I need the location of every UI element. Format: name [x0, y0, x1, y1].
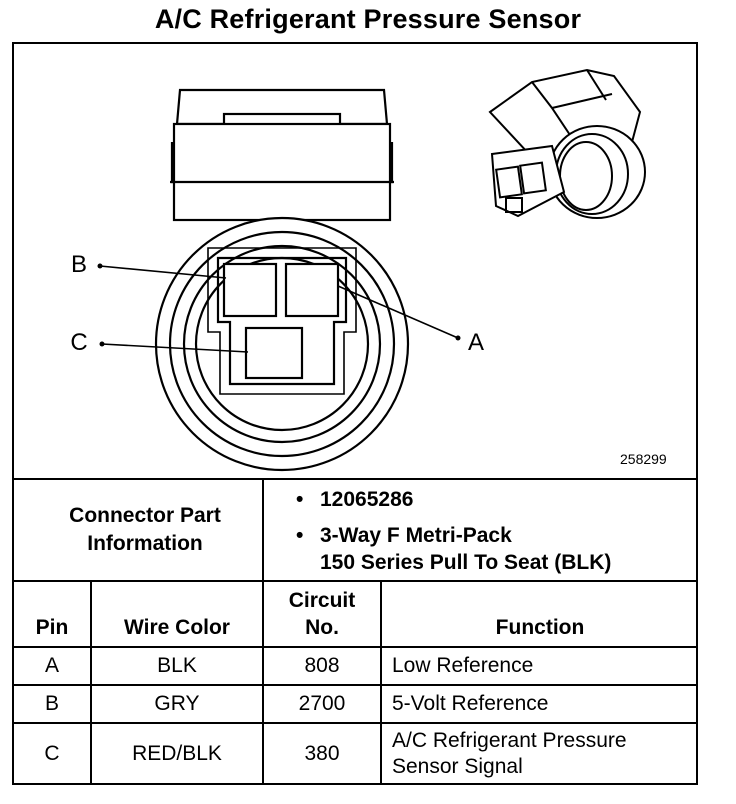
col-pin-divider	[90, 580, 92, 785]
list-item: • 3-Way F Metri-Pack 150 Series Pull To …	[296, 522, 696, 576]
row-b-function: 5-Volt Reference	[392, 692, 549, 715]
header-pin: Pin	[35, 616, 69, 639]
connector-diagram	[97, 68, 646, 472]
bullet-icon: •	[296, 524, 304, 547]
callout-c: C	[70, 329, 88, 356]
row-b-rule	[12, 722, 698, 724]
part-number: 12065286	[320, 488, 414, 511]
row-a-circuit: 808	[304, 654, 340, 677]
diagram-frame	[12, 42, 698, 785]
figure-number: 258299	[620, 451, 667, 467]
row-b-wire-color: GRY	[154, 692, 200, 715]
header-wire-color: Wire Color	[124, 616, 230, 639]
page-title: A/C Refrigerant Pressure Sensor	[154, 4, 582, 34]
row-b-pin: B	[44, 692, 59, 715]
row-c-circuit: 380	[304, 742, 340, 765]
header-function: Function	[495, 616, 585, 639]
connector-info-label: Connector Part Information	[69, 504, 221, 555]
list-item: • 12065286	[296, 486, 696, 513]
col-circuit-divider	[380, 580, 382, 785]
row-a-rule	[12, 684, 698, 686]
row-c-wire-color: RED/BLK	[132, 742, 222, 765]
col-wire-divider	[262, 580, 264, 785]
bullet-icon: •	[296, 488, 304, 511]
connector-description: 3-Way F Metri-Pack 150 Series Pull To Se…	[320, 524, 612, 574]
callout-b: B	[70, 251, 87, 278]
row-a-pin: A	[44, 654, 59, 677]
row-b-circuit: 2700	[298, 692, 346, 715]
header-circuit: Circuit No.	[288, 589, 356, 639]
row-c-function: A/C Refrigerant Pressure Sensor Signal	[392, 729, 627, 778]
row-a-function: Low Reference	[392, 654, 534, 677]
table-top-rule	[12, 478, 698, 480]
header-bottom-rule	[12, 646, 698, 648]
callout-a: A	[467, 329, 484, 356]
info-bottom-rule	[12, 580, 698, 582]
row-a-wire-color: BLK	[157, 654, 197, 677]
row-c-pin: C	[44, 742, 60, 765]
connector-iso-view	[488, 68, 646, 219]
connector-info-list: • 12065286 • 3-Way F Metri-Pack 150 Seri…	[296, 486, 696, 576]
info-divider	[262, 478, 264, 581]
